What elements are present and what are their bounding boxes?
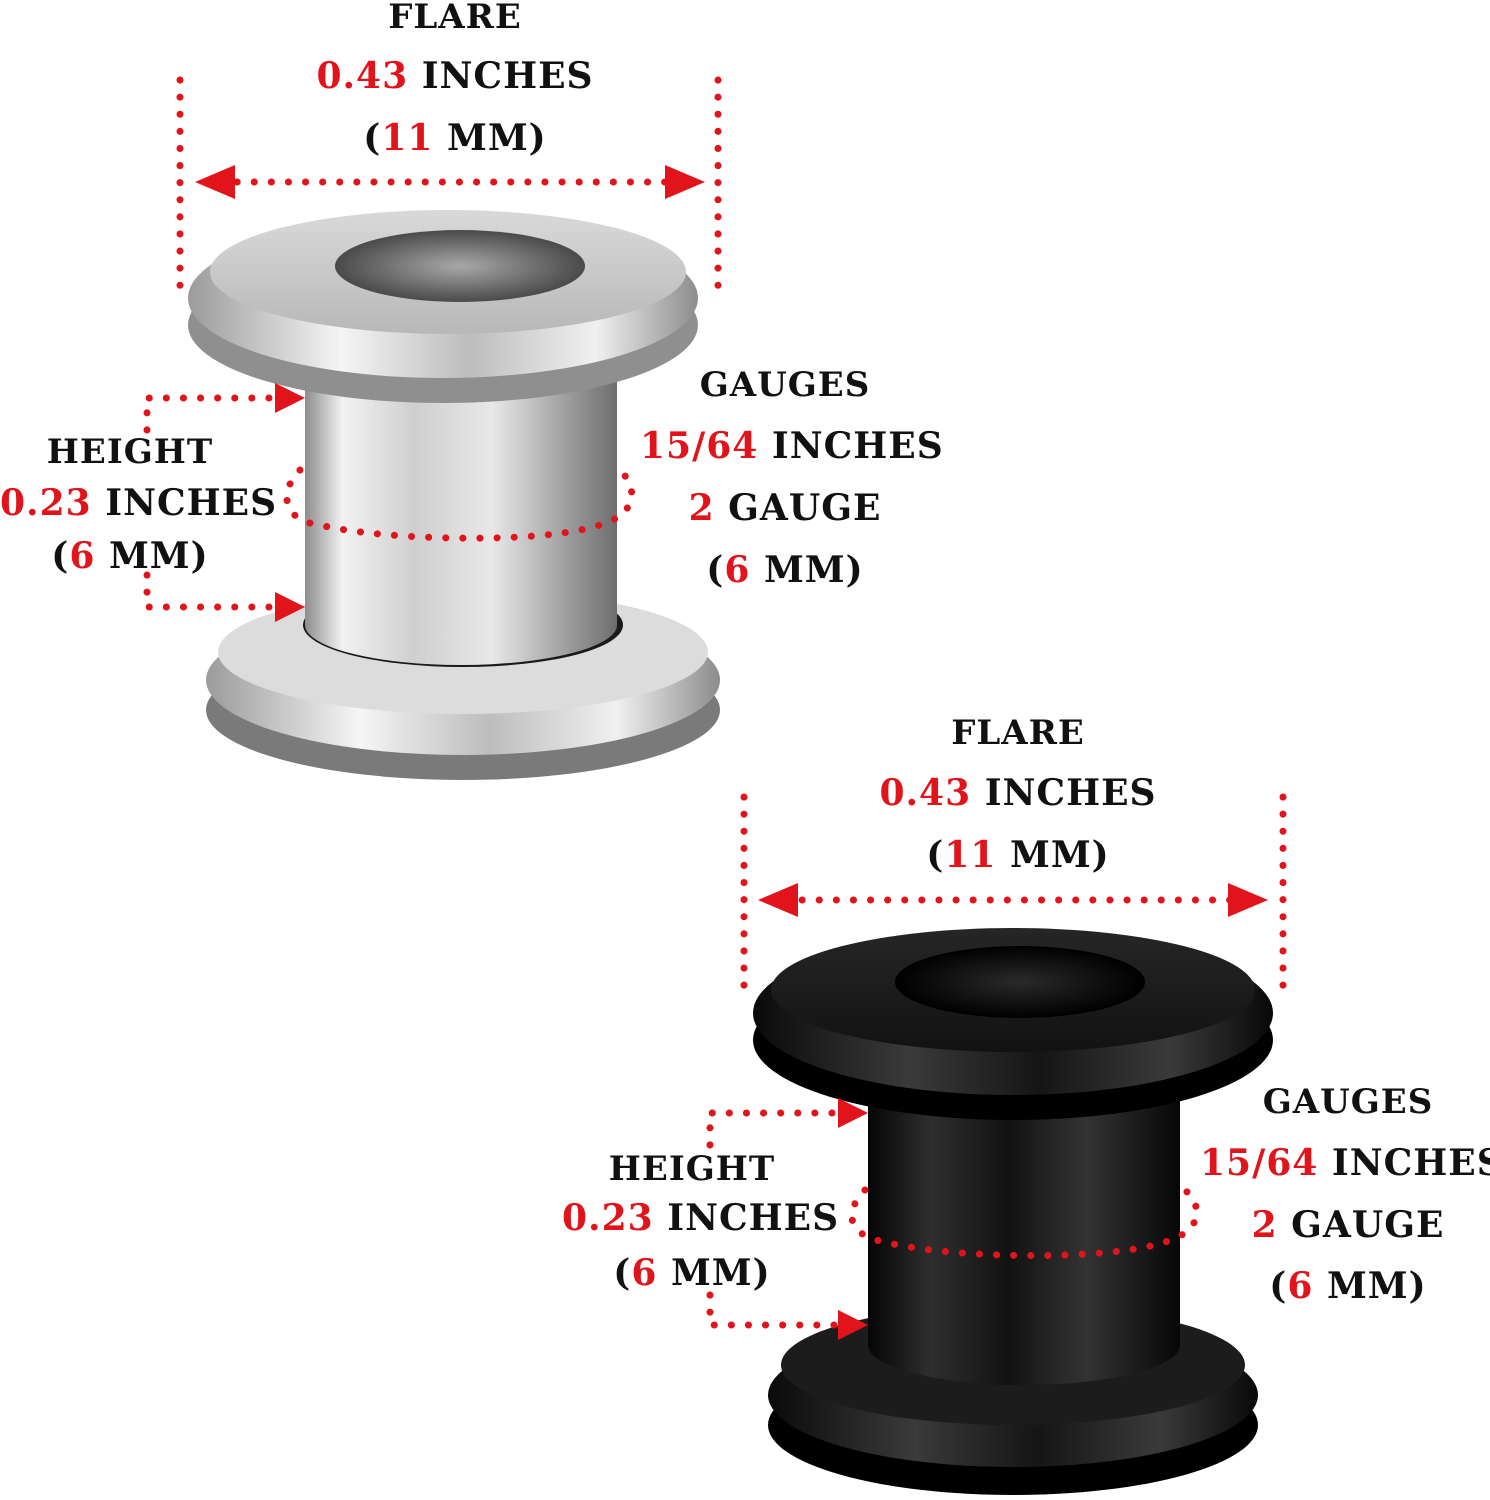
black-flare-metric-unit: MM [1009,834,1092,876]
silver-gauge-dimension [283,466,636,542]
silver-flare-metric: (11 MM) [363,117,547,159]
silver-flare-arrow-right [665,165,705,199]
silver-gauges-title: GAUGES [699,365,871,405]
black-flare-dimension [740,793,1287,1004]
black-gauges-metric: (6 MM) [1269,1265,1427,1307]
black-flare-metric: (11 MM) [926,834,1110,876]
silver-height-title: HEIGHT [46,432,214,472]
black-gauges-gauge-unit: GAUGE [1291,1204,1445,1246]
black-gauges-gauge: 2 GAUGE [1248,1207,1448,1243]
black-height-arrow-bottom [838,1310,868,1340]
black-flare-inches: 0.43 INCHES [818,775,1218,811]
black-gauges-inches: 15/64 INCHES [1200,1145,1490,1181]
black-height-value: 0.23 [562,1197,654,1239]
black-height-metric-unit: MM [670,1252,753,1294]
black-gauges-metric-value: 6 [1287,1265,1314,1307]
black-tunnel-image [753,928,1273,1495]
silver-height-dimension [143,394,279,611]
silver-height-metric: (6 MM) [51,535,209,577]
black-flare-title: FLARE [951,713,1085,753]
black-gauges-metric-unit: MM [1326,1265,1409,1307]
black-height-unit: INCHES [667,1197,840,1239]
silver-flare-metric-unit: MM [446,117,529,159]
silver-gauges-gauge-unit: GAUGE [728,487,882,529]
silver-gauges-metric-unit: MM [763,549,846,591]
black-height-metric: (6 MM) [613,1252,771,1294]
black-height-arrow-top [838,1098,868,1128]
silver-flare-arrow-left [195,165,235,199]
silver-flare-title: FLARE [388,0,522,37]
black-flare-arrow-right [1228,883,1268,917]
silver-height-metric-unit: MM [108,535,191,577]
black-gauges-value: 15/64 [1200,1142,1319,1184]
silver-gauges-gauge: 2 GAUGE [685,490,885,526]
silver-height-inches: 0.23 INCHES [0,482,276,524]
black-gauge-dimension [848,1186,1201,1260]
silver-flare-dimension [176,76,722,294]
black-flare-metric-value: 11 [944,834,997,876]
silver-gauges-value: 15/64 [640,425,759,467]
silver-height-arrow-top [275,383,305,413]
black-flare-value: 0.43 [879,772,972,814]
black-gauges-gauge-value: 2 [1251,1204,1278,1246]
silver-flare-inches: 0.43 INCHES [255,58,655,94]
black-gauges-unit: INCHES [1331,1142,1490,1184]
black-gauges-title: GAUGES [1262,1082,1434,1122]
silver-flare-metric-value: 11 [381,117,434,159]
silver-height-value: 0.23 [0,482,92,524]
silver-gauges-metric: (6 MM) [706,549,864,591]
black-flare-arrow-left [758,883,798,917]
silver-flare-unit: INCHES [421,55,594,97]
black-height-title: HEIGHT [608,1149,776,1189]
silver-gauges-metric-value: 6 [724,549,751,591]
silver-tunnel-image [188,210,720,780]
black-height-inches: 0.23 INCHES [562,1197,838,1239]
black-flare-unit: INCHES [984,772,1157,814]
silver-height-arrow-bottom [275,592,305,622]
silver-height-unit: INCHES [105,482,278,524]
silver-gauges-inches: 15/64 INCHES [640,425,943,467]
silver-flare-value: 0.43 [316,55,409,97]
silver-gauges-unit: INCHES [771,425,944,467]
silver-gauges-gauge-value: 2 [688,487,715,529]
black-height-dimension [706,1109,842,1329]
silver-height-metric-value: 6 [69,535,96,577]
black-height-metric-value: 6 [631,1252,658,1294]
